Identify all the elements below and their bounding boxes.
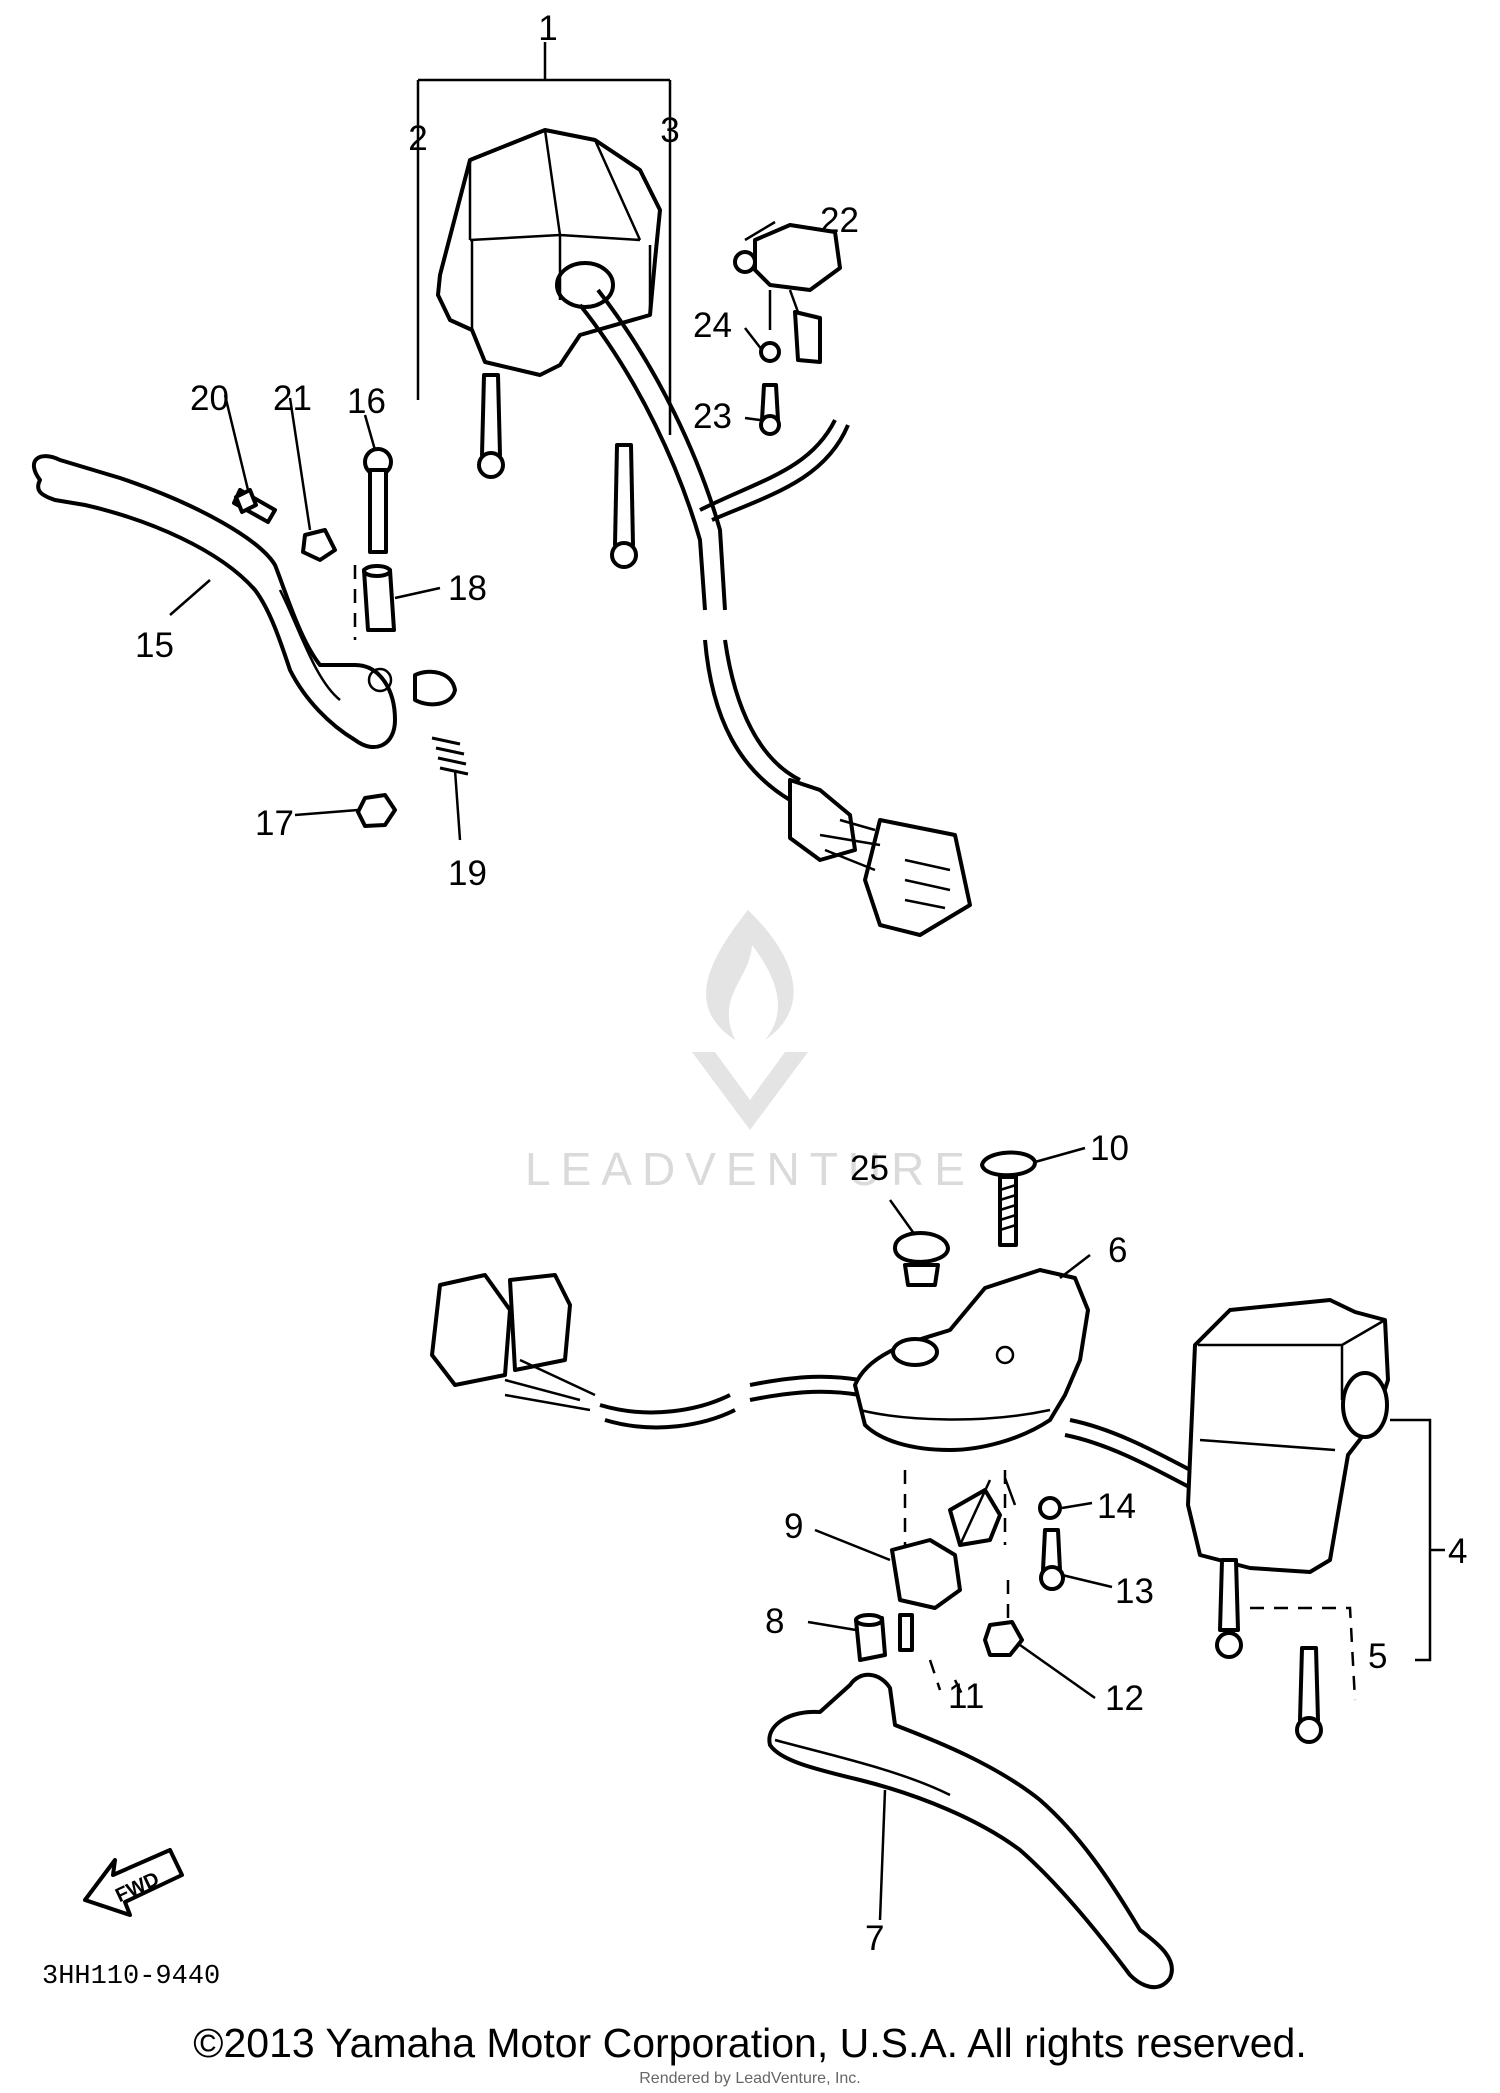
- lever-pivot-collar: [413, 669, 457, 707]
- right-switch-connector: [430, 1273, 596, 1412]
- callout-20: 20: [190, 379, 229, 418]
- callout-23: 23: [693, 397, 732, 436]
- right-housing-screw-2: [1295, 1646, 1323, 1744]
- rendered-by-credit: Rendered by LeadVenture, Inc.: [639, 2070, 861, 2087]
- callout-19: 19: [448, 854, 487, 893]
- brake-pivot-bolt: [1039, 1528, 1065, 1591]
- lever-adjuster-bolt: [232, 488, 277, 524]
- callout-4: 4: [1448, 1532, 1467, 1571]
- callout-3: 3: [660, 111, 679, 150]
- left-switch-connector: [788, 778, 972, 937]
- right-housing-screw-1: [1215, 1558, 1243, 1659]
- callout-9: 9: [784, 1507, 803, 1546]
- housing-screw-right: [610, 443, 638, 569]
- left-switch-cable: [578, 288, 850, 802]
- front-brake-switch: [890, 1477, 1017, 1610]
- callout-25: 25: [850, 1149, 889, 1188]
- lever-spring: [431, 736, 469, 776]
- callout-18: 18: [448, 569, 487, 608]
- left-switch-housing: [436, 128, 662, 377]
- callout-14: 14: [1097, 1487, 1136, 1526]
- callout-8: 8: [765, 1602, 784, 1641]
- callout-2: 2: [408, 119, 427, 158]
- copyright-notice: ©2013 Yamaha Motor Corporation, U.S.A. A…: [193, 2020, 1307, 2066]
- callout-16: 16: [347, 382, 386, 421]
- callout-12: 12: [1105, 1679, 1144, 1718]
- callout-17: 17: [255, 804, 294, 843]
- callout-1: 1: [538, 9, 557, 48]
- brake-switch-screw: [898, 1613, 914, 1652]
- callout-15: 15: [135, 626, 174, 665]
- brake-dashed-axes: [903, 1470, 1010, 1701]
- watermark-text: LEADVENTURE: [525, 1143, 975, 1195]
- callout-labels: 1 2 3 22 24 23 20 21 16 18 15 17 19 10 2…: [135, 9, 1467, 1958]
- lever-adjuster-nut: [301, 528, 337, 562]
- right-switch-housing: [1186, 1298, 1390, 1574]
- lever-nut: [356, 793, 397, 828]
- callout-5: 5: [1368, 1637, 1387, 1676]
- callout-6: 6: [1108, 1231, 1127, 1270]
- clutch-switch-screw: [759, 383, 781, 436]
- callout-13: 13: [1115, 1572, 1154, 1611]
- callout-21: 21: [273, 379, 312, 418]
- callout-24: 24: [693, 306, 732, 345]
- bracket-group-4-5: [1250, 1418, 1445, 1701]
- callout-11: 11: [948, 1677, 984, 1716]
- bracket-group-1: [416, 42, 672, 435]
- fwd-arrow: FWD: [83, 1848, 184, 1917]
- master-cylinder-housing: [853, 1268, 1090, 1452]
- brake-lever-collar: [854, 1613, 887, 1662]
- brake-pivot-washer: [1038, 1496, 1062, 1520]
- banjo-bolt: [980, 1150, 1037, 1247]
- clutch-switch: [733, 223, 842, 364]
- clutch-switch-washer: [759, 341, 781, 363]
- lever-pivot-bolt: [363, 447, 393, 554]
- lever-collar: [362, 564, 396, 632]
- housing-screw-left: [477, 373, 505, 479]
- diagram-reference-code: 3HH110-9440: [42, 1962, 221, 1992]
- watermark-logo: LEADVENTURE: [525, 910, 975, 1195]
- clutch-lever: [32, 454, 397, 750]
- brake-lever: [767, 1672, 1174, 1990]
- master-cylinder-cap: [893, 1231, 950, 1287]
- brake-lever-nut: [983, 1620, 1024, 1657]
- leader-lines: [169, 220, 1113, 1921]
- callout-22: 22: [820, 201, 859, 240]
- callout-10: 10: [1090, 1129, 1129, 1168]
- callout-7: 7: [865, 1919, 884, 1958]
